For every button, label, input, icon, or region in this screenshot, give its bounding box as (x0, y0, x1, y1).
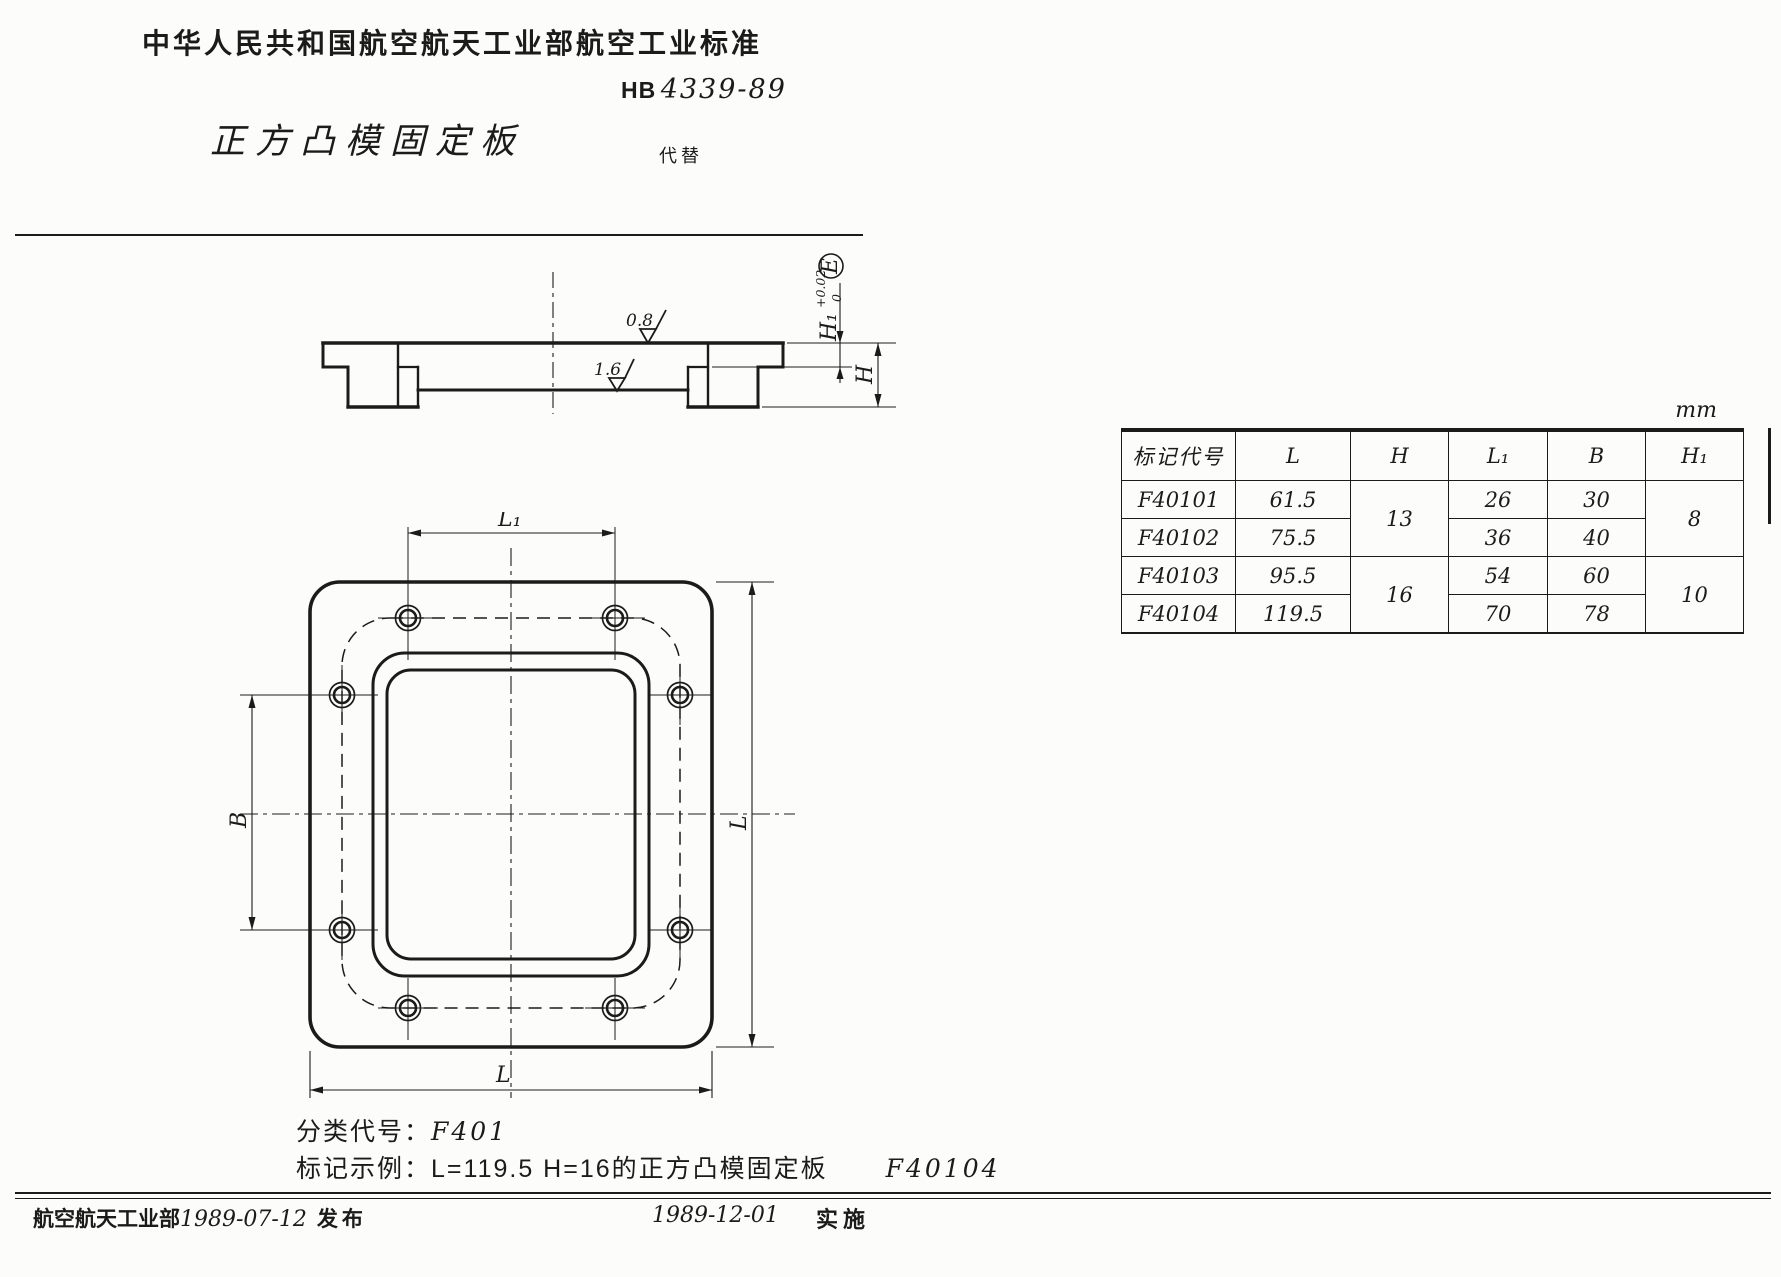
dim-h1-tol-lower: 0 (829, 294, 844, 302)
through-hole-outline (385, 668, 637, 961)
mounting-hole-bottom-right (585, 978, 645, 1040)
cell-l: 119.5 (1235, 594, 1351, 634)
dim-l1: L₁ (408, 512, 615, 537)
mounting-hole-top-right (585, 527, 645, 660)
roughness-top-value: 0.8 (626, 311, 653, 331)
dim-b-label: B (227, 812, 252, 829)
document-title: 正方凸模固定板 (210, 122, 526, 161)
footer-issue-date: 1989-07-12 (180, 1207, 307, 1232)
footer-implementation-date: 1989-12-01 (652, 1203, 779, 1228)
cell-h-merged: 16 (1350, 556, 1449, 634)
cell-code: F40104 (1121, 594, 1236, 634)
dim-h1-tol-upper: +0.02 (813, 270, 828, 308)
cell-l: 75.5 (1235, 518, 1351, 557)
cell-code: F40103 (1121, 556, 1236, 595)
cell-l: 61.5 (1235, 480, 1351, 519)
table-row: F40103 95.5 16 54 60 10 (1121, 556, 1744, 634)
dim-l-right-label: L (727, 815, 752, 831)
col-header-h1: H₁ (1645, 429, 1744, 481)
footer-issue-label: 发布 (316, 1208, 367, 1231)
cell-code: F40101 (1121, 480, 1236, 519)
marking-code: F40104 (885, 1154, 1001, 1183)
roughness-symbol-top: 0.8 (626, 309, 667, 345)
dim-l-bottom-label: L (495, 1063, 511, 1088)
hole-pattern-dashed-square (341, 617, 681, 1009)
col-header-l1: L₁ (1448, 429, 1548, 481)
marking-example-note: 标记示例：L=119.5 H=16的正方凸模固定板 F40104 (296, 1149, 1001, 1185)
cell-h1-merged: 10 (1645, 556, 1744, 634)
standard-number-line: HB 4339-89 (621, 74, 787, 105)
dim-h1-label: H₁ (817, 313, 842, 342)
unit-label: mm (1675, 398, 1717, 423)
table-row: F40101 61.5 13 26 30 8 (1121, 480, 1744, 557)
marking-text: L=119.5 H=16的正方凸模固定板 (431, 1155, 828, 1183)
mounting-hole-bottom-left (378, 978, 438, 1040)
header-divider-rule (15, 234, 863, 236)
cell-code: F40102 (1121, 518, 1236, 557)
size-table: 标记代号 L H L₁ B H₁ F40101 61.5 13 26 30 8 … (1121, 428, 1744, 634)
classification-note: 分类代号：F401 (296, 1112, 508, 1148)
cell-l: 95.5 (1235, 556, 1351, 595)
mounting-hole-top-left (378, 527, 438, 660)
standard-number: 4339-89 (660, 74, 787, 105)
footer-divider-rule (15, 1192, 1771, 1199)
mounting-hole-left-upper (240, 665, 378, 725)
cell-l1: 36 (1448, 518, 1548, 557)
table-header-row: 标记代号 L H L₁ B H₁ (1121, 429, 1744, 481)
footer-issue-block: 航空航天工业部1989-07-12 发布 (33, 1203, 367, 1233)
dim-h: H (762, 343, 896, 408)
footer-issuer: 航空航天工业部 (33, 1208, 180, 1231)
dim-h1-flag: E (818, 258, 843, 275)
col-header-b: B (1547, 429, 1646, 481)
dim-h1: H₁ +0.02 0 E (712, 253, 896, 383)
classification-code: F401 (431, 1117, 509, 1146)
cell-h-merged: 13 (1350, 480, 1449, 557)
footer-implementation-label: 实施 (816, 1207, 871, 1232)
mounting-hole-right-upper (648, 665, 712, 725)
cell-b: 40 (1547, 518, 1646, 557)
classification-label: 分类代号： (296, 1118, 432, 1146)
table-row: F40104 119.5 70 78 (1121, 594, 1744, 634)
page-margin-tick (1768, 428, 1771, 524)
mounting-hole-left-lower (240, 900, 378, 960)
roughness-symbol-bore: 1.6 (594, 358, 635, 393)
section-hatch-left (323, 343, 398, 407)
roughness-bore-value: 1.6 (594, 360, 621, 380)
marking-label: 标记示例： (296, 1155, 432, 1183)
section-view-drawing: 0.8 1.6 H₁ +0.02 0 E H (321, 253, 896, 414)
standard-prefix: HB (621, 77, 657, 103)
cell-h1-merged: 8 (1645, 480, 1744, 557)
plate-outline (308, 580, 714, 1049)
mounting-holes (240, 527, 712, 1040)
replaces-note: 代替 (659, 146, 703, 166)
col-header-h: H (1350, 429, 1449, 481)
dim-l-right: L (716, 581, 774, 1048)
dim-h-label: H (853, 364, 878, 385)
size-table-block: mm 标记代号 L H L₁ B H₁ F40101 61.5 13 26 30… (1121, 398, 1745, 634)
dim-b: B (227, 695, 256, 930)
table-row: F40102 75.5 36 40 (1121, 518, 1744, 557)
cell-b: 60 (1547, 556, 1646, 595)
counterbore-outline (371, 651, 651, 978)
dim-l-bottom: L (309, 1051, 713, 1098)
org-standard-line: 中华人民共和国航空航天工业部航空工业标准 (142, 28, 763, 59)
mounting-hole-right-lower (648, 900, 712, 960)
cell-l1: 26 (1448, 480, 1548, 519)
section-hatch-right (708, 343, 783, 407)
cell-b: 78 (1547, 594, 1646, 634)
col-header-l: L (1235, 429, 1351, 481)
col-header-code: 标记代号 (1121, 429, 1236, 481)
cell-l1: 70 (1448, 594, 1548, 634)
cell-l1: 54 (1448, 556, 1548, 595)
dim-l1-label: L₁ (497, 512, 521, 532)
plan-view-drawing: L₁ B L L (227, 512, 795, 1098)
cell-b: 30 (1547, 480, 1646, 519)
